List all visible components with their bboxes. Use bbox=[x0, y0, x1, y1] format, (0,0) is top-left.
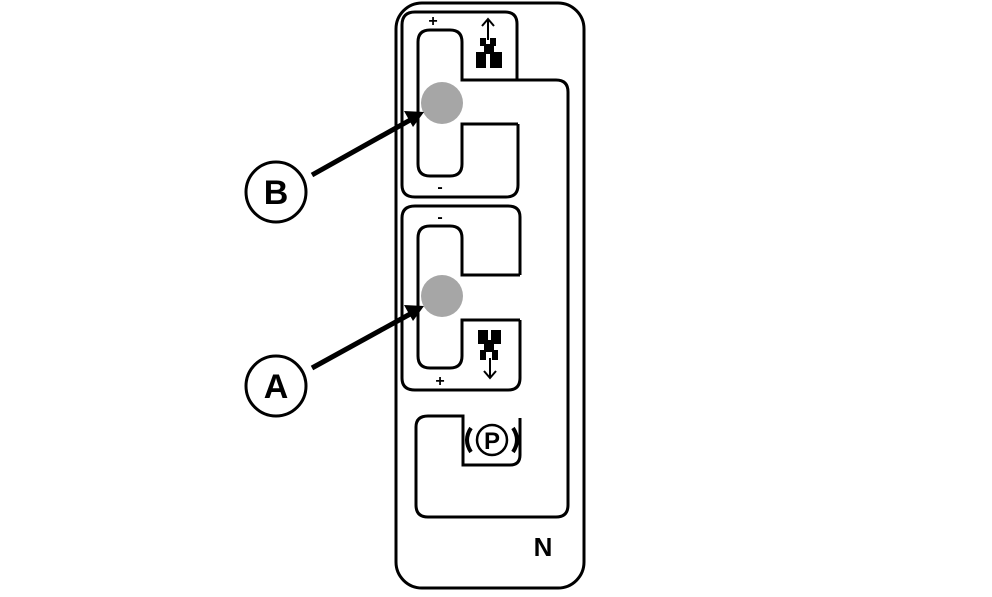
reverse-range-outline bbox=[400, 204, 522, 392]
forward-slot bbox=[416, 28, 518, 178]
console-housing bbox=[394, 1, 586, 590]
park-brake-icon: P bbox=[465, 423, 519, 457]
callout-b: B bbox=[244, 160, 308, 224]
reverse-slot bbox=[416, 224, 520, 370]
forward-range-outline bbox=[400, 10, 520, 199]
tractor-forward-icon bbox=[476, 17, 502, 68]
leader-arrow-b bbox=[310, 111, 424, 178]
neutral-channel bbox=[414, 78, 570, 519]
callout-a-letter: A bbox=[264, 368, 289, 406]
reverse-plus-sign: + bbox=[435, 373, 444, 390]
forward-plus-sign: + bbox=[428, 13, 437, 30]
tractor-reverse-icon bbox=[478, 330, 501, 380]
reverse-range-box: - + bbox=[400, 204, 522, 392]
forward-minus-sign: - bbox=[437, 179, 442, 196]
position-marker-a bbox=[421, 275, 463, 317]
position-marker-b bbox=[421, 82, 463, 124]
callout-b-letter: B bbox=[264, 174, 289, 212]
park-letter: P bbox=[484, 428, 500, 455]
neutral-label: N bbox=[534, 532, 553, 562]
leader-arrow-a bbox=[310, 305, 424, 371]
reverse-minus-sign: - bbox=[437, 209, 442, 226]
callout-a: A bbox=[244, 354, 308, 418]
forward-range-box: + - bbox=[400, 10, 520, 199]
